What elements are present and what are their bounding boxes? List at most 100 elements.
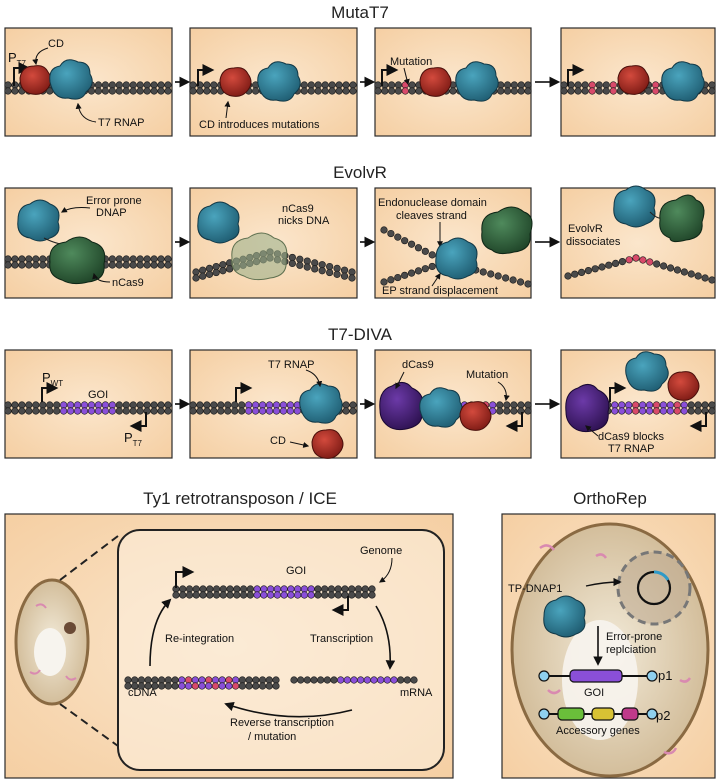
transcription-label: Transcription — [310, 633, 373, 645]
promoter-arrow — [381, 64, 399, 86]
tp-dnap1-pointer — [585, 577, 622, 587]
blocks-pointer — [585, 425, 599, 437]
dcas9-label: dCas9 — [402, 359, 434, 371]
promoter-arrow — [567, 64, 585, 86]
dissoc-label-2: dissociates — [566, 236, 621, 248]
ty1-title: Ty1 retrotransposon / ICE — [143, 489, 337, 508]
p1-label: p1 — [658, 668, 672, 683]
transcription-arrow — [375, 605, 396, 670]
cd-pointer — [289, 441, 310, 448]
zoom-line — [59, 703, 119, 747]
genome-label: Genome — [360, 545, 402, 557]
cd-enzyme — [667, 371, 700, 401]
t7rnap-pointer — [75, 102, 97, 123]
dna-strand-bottom — [4, 407, 172, 415]
ep-replication-label: Error-prone — [606, 631, 662, 643]
t7-rnap-enzyme — [299, 383, 343, 424]
rt-label-2: / mutation — [248, 731, 296, 743]
dna-strand — [632, 254, 716, 284]
cd-enzyme — [459, 401, 492, 431]
mrna-label: mRNA — [400, 687, 433, 699]
mutation-label: Mutation — [466, 369, 508, 381]
dna-strand-bottom — [189, 407, 357, 415]
rt-arrow — [224, 701, 353, 718]
promoter-arrow-reverse — [505, 412, 523, 432]
error-prone-dnap — [435, 237, 478, 280]
ncas9-nicks-label: nCas9 — [282, 203, 314, 215]
cd-enzyme — [311, 429, 344, 459]
p1-plasmid — [538, 669, 658, 683]
goi-label: GOI — [88, 389, 108, 401]
tp-dnap1-label: TP-DNAP1 — [508, 583, 562, 595]
rt-label: Reverse transcription — [230, 717, 334, 729]
error-prone-dnap — [613, 185, 656, 228]
reintegration-arrow — [149, 598, 172, 667]
dissoc-label: EvolvR — [568, 223, 603, 235]
error-prone-dnap — [17, 199, 60, 242]
t7rnap-pointer — [305, 369, 323, 388]
orthorep-title: OrthoRep — [573, 489, 647, 508]
cdna-strand — [124, 676, 280, 684]
dna-strand-top — [4, 401, 172, 409]
mutat7-title: MutaT7 — [331, 3, 389, 22]
dcas9-pointer — [395, 371, 405, 390]
cytoplasmic-plasmid-compartment — [616, 550, 692, 626]
ncas9-nicks-label-2: nicks DNA — [278, 215, 330, 227]
ep-strand-label: EP strand displacement — [382, 285, 498, 297]
ty1-goi-label: GOI — [286, 565, 306, 577]
mutat7-cd-label: CD — [48, 38, 64, 50]
cdna-label: cDNA — [128, 687, 157, 699]
ncas9-ghost — [231, 232, 288, 281]
ep-strand-pointer — [431, 273, 441, 287]
mutation-label: Mutation — [390, 56, 432, 68]
t7diva-title: T7-DIVA — [328, 325, 393, 344]
cd-introduces-label: CD introduces mutations — [199, 119, 320, 131]
mutation-pointer — [403, 67, 410, 86]
dcas9-enzyme — [565, 384, 610, 433]
genome-dna-top — [172, 585, 376, 593]
yeast-cell — [14, 578, 90, 706]
evolvr-title: EvolvR — [333, 163, 387, 182]
p2-plasmid — [538, 707, 658, 721]
promoter-arrow — [175, 566, 195, 588]
cd-pointer — [32, 47, 49, 66]
error-prone-label-2: DNAP — [96, 207, 127, 219]
error-prone-label: Error prone — [86, 195, 142, 207]
tp-dnap1-enzyme — [543, 595, 586, 638]
promoter-arrow — [197, 64, 215, 86]
ncas9-enzyme — [659, 194, 705, 243]
t7-rnap-enzyme — [257, 61, 301, 102]
endo-label-2: cleaves strand — [396, 210, 467, 222]
promoter-arrow — [235, 382, 253, 402]
cdna-strand-2 — [124, 682, 280, 690]
genome-dna-bottom — [172, 591, 376, 599]
ncas9-enzyme — [49, 236, 106, 285]
promoter-arrow — [13, 62, 31, 86]
genome-pointer — [379, 557, 393, 583]
t7-rnap-enzyme — [455, 61, 499, 102]
accessory-label: Accessory genes — [556, 725, 640, 737]
cd-enzyme — [19, 65, 52, 95]
mrna-strand — [290, 676, 418, 684]
mutation-pointer — [497, 381, 510, 402]
t7-rnap-enzyme — [49, 59, 93, 100]
t7rnap-label: T7 RNAP — [268, 359, 314, 371]
ncas9-label: nCas9 — [112, 277, 144, 289]
t7-rnap-enzyme — [661, 61, 705, 102]
t7-rnap-enzyme — [419, 387, 463, 428]
promoter-arrow-reverse — [689, 412, 707, 432]
p2-label: p2 — [656, 708, 670, 723]
promoter-arrow-reverse — [331, 596, 349, 616]
blocks-label: dCas9 blocks — [598, 431, 665, 443]
promoter-arrow — [609, 382, 627, 402]
cd-enzyme — [419, 67, 452, 97]
dnap-pointer — [60, 206, 91, 213]
reintegration-label: Re-integration — [165, 633, 234, 645]
cd-enzyme — [617, 65, 650, 95]
cd-enzyme — [219, 67, 252, 97]
t7-rnap-enzyme — [625, 351, 669, 392]
blocks-label-2: T7 RNAP — [608, 443, 654, 455]
mutat7-promoter-label: PT7 — [8, 50, 27, 68]
dna-strand-top — [374, 81, 532, 89]
